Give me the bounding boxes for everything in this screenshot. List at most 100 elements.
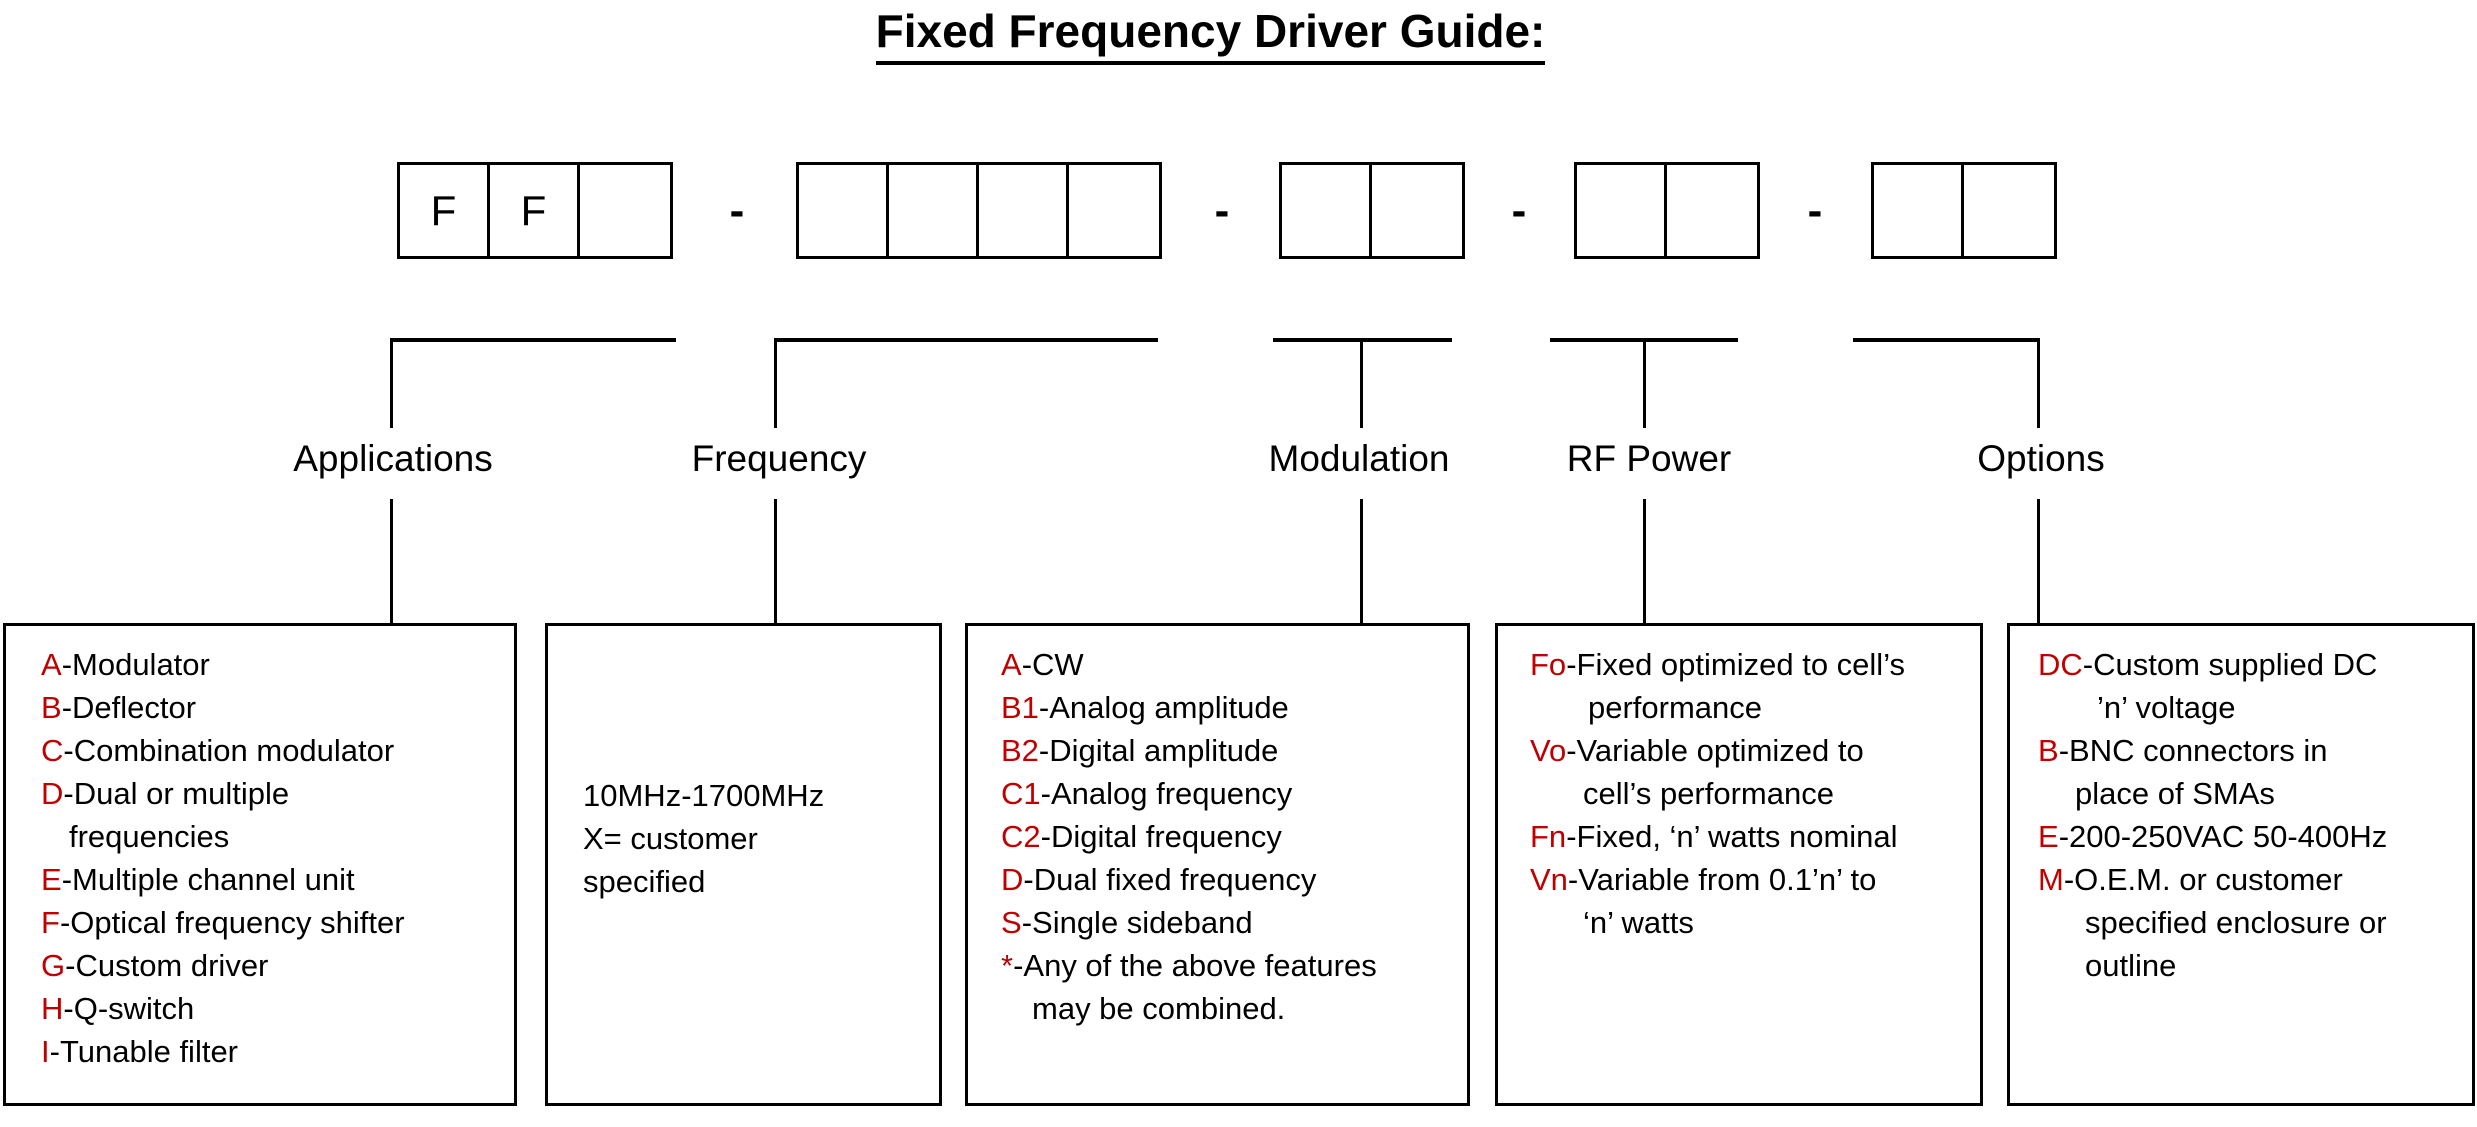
item-text: -CW [1021,647,1084,682]
item-text: -Digital amplitude [1038,733,1279,768]
connector-lower-frequency [774,499,777,623]
list-item: D-Dual fixed frequency [1001,858,1467,901]
item-code: C1 [1001,776,1041,811]
item-text: performance [1588,690,1763,725]
item-code: M [2038,862,2064,897]
list-item: Vo-Variable optimized to [1530,729,1980,772]
separator-dash: - [1511,186,1527,235]
item-text: -Combination modulator [63,733,395,768]
list-item: B-Deflector [41,686,514,729]
list-item: A-Modulator [41,643,514,686]
tee-line-options [1853,338,2040,342]
item-code: Fn [1530,819,1567,854]
part-number-group-frequency [796,162,1162,259]
item-text: -Optical frequency shifter [59,905,405,940]
item-code: C2 [1001,819,1041,854]
item-text: -BNC connectors in [2058,733,2328,768]
list-item: Fn-Fixed, ‘n’ watts nominal [1530,815,1980,858]
list-item: specified [583,860,939,903]
item-text: specified enclosure or [2085,905,2387,940]
list-item: S-Single sideband [1001,901,1467,944]
item-text: -Variable optimized to [1566,733,1864,768]
item-code: Vn [1530,862,1568,897]
item-text: -Custom supplied DC [2082,647,2378,682]
item-code: E [41,862,62,897]
list-item: 10MHz-1700MHz [583,774,939,817]
item-text: -Dual fixed frequency [1023,862,1317,897]
part-number-cell [889,165,979,256]
list-item: B1-Analog amplitude [1001,686,1467,729]
modulation-box: A-CW B1-Analog amplitude B2-Digital ampl… [965,623,1470,1106]
item-text: may be combined. [1032,991,1286,1026]
connector-lower-rf-power [1643,499,1646,623]
item-code: E [2038,819,2059,854]
list-item: B2-Digital amplitude [1001,729,1467,772]
part-number-cell [1372,165,1462,256]
connector-lower-applications [390,499,393,623]
list-item: X= customer [583,817,939,860]
connector-upper-frequency [774,342,777,428]
list-item: G-Custom driver [41,944,514,987]
item-text: -200-250VAC 50-400Hz [2058,819,2388,854]
frequency-box: 10MHz-1700MHz X= customer specified [545,623,942,1106]
tee-line-rf-power [1550,338,1738,342]
list-item: E-Multiple channel unit [41,858,514,901]
item-text: -Q-switch [63,991,195,1026]
item-code: G [41,948,66,983]
list-item: A-CW [1001,643,1467,686]
item-code: Fo [1530,647,1567,682]
list-item-wrap: performance [1588,686,1980,729]
part-number-cell [1069,165,1159,256]
item-code: Vo [1530,733,1567,768]
item-code: F [41,905,60,940]
tee-line-frequency [774,338,1158,342]
item-text: specified [583,864,706,899]
item-text: frequencies [69,819,230,854]
list-item-wrap: ’n’ voltage [2097,686,2472,729]
separator-dash: - [1807,186,1823,235]
list-item: Vn-Variable from 0.1’n’ to [1530,858,1980,901]
item-text: ‘n’ watts [1583,905,1694,940]
list-item: *-Any of the above features [1001,944,1467,987]
item-text: -Modulator [61,647,210,682]
item-code: I [41,1034,50,1069]
list-item-wrap: frequencies [69,815,514,858]
section-label-modulation: Modulation [1268,438,1450,479]
part-number-cell [1282,165,1372,256]
list-item: DC-Custom supplied DC [2038,643,2472,686]
applications-box: A-Modulator B-Deflector C-Combination mo… [3,623,517,1106]
item-text: -Variable from 0.1’n’ to [1567,862,1877,897]
connector-upper-rf-power [1643,342,1646,428]
rf-power-box: Fo-Fixed optimized to cell’s performance… [1495,623,1983,1106]
list-item: M-O.E.M. or customer [2038,858,2472,901]
part-number-group-modulation [1279,162,1465,259]
part-number-cell [1577,165,1667,256]
part-number-group-options [1871,162,2057,259]
item-text: -Any of the above features [1013,948,1377,983]
item-text: -Fixed optimized to cell’s [1566,647,1906,682]
separator-dash: - [729,186,745,235]
list-item-wrap: place of SMAs [2075,772,2472,815]
part-number-cell: F [400,165,490,256]
item-text: 10MHz-1700MHz [583,778,825,813]
section-label-applications: Applications [293,438,493,479]
item-text: -O.E.M. or customer [2063,862,2343,897]
part-number-cell [1964,165,2054,256]
list-item-wrap: outline [2085,944,2472,987]
connector-upper-applications [390,342,393,428]
part-number-cell [799,165,889,256]
item-code: DC [2038,647,2083,682]
list-item: C2-Digital frequency [1001,815,1467,858]
item-text: cell’s performance [1583,776,1834,811]
item-code: C [41,733,64,768]
part-number-cell [580,165,670,256]
item-code: D [1001,862,1024,897]
item-code: A [41,647,62,682]
connector-lower-options [2037,499,2040,623]
part-number-group-rf-power [1574,162,1760,259]
item-text: -Multiple channel unit [61,862,355,897]
item-text: -Tunable filter [49,1034,239,1069]
part-number-cell [1874,165,1964,256]
item-code: A [1001,647,1022,682]
